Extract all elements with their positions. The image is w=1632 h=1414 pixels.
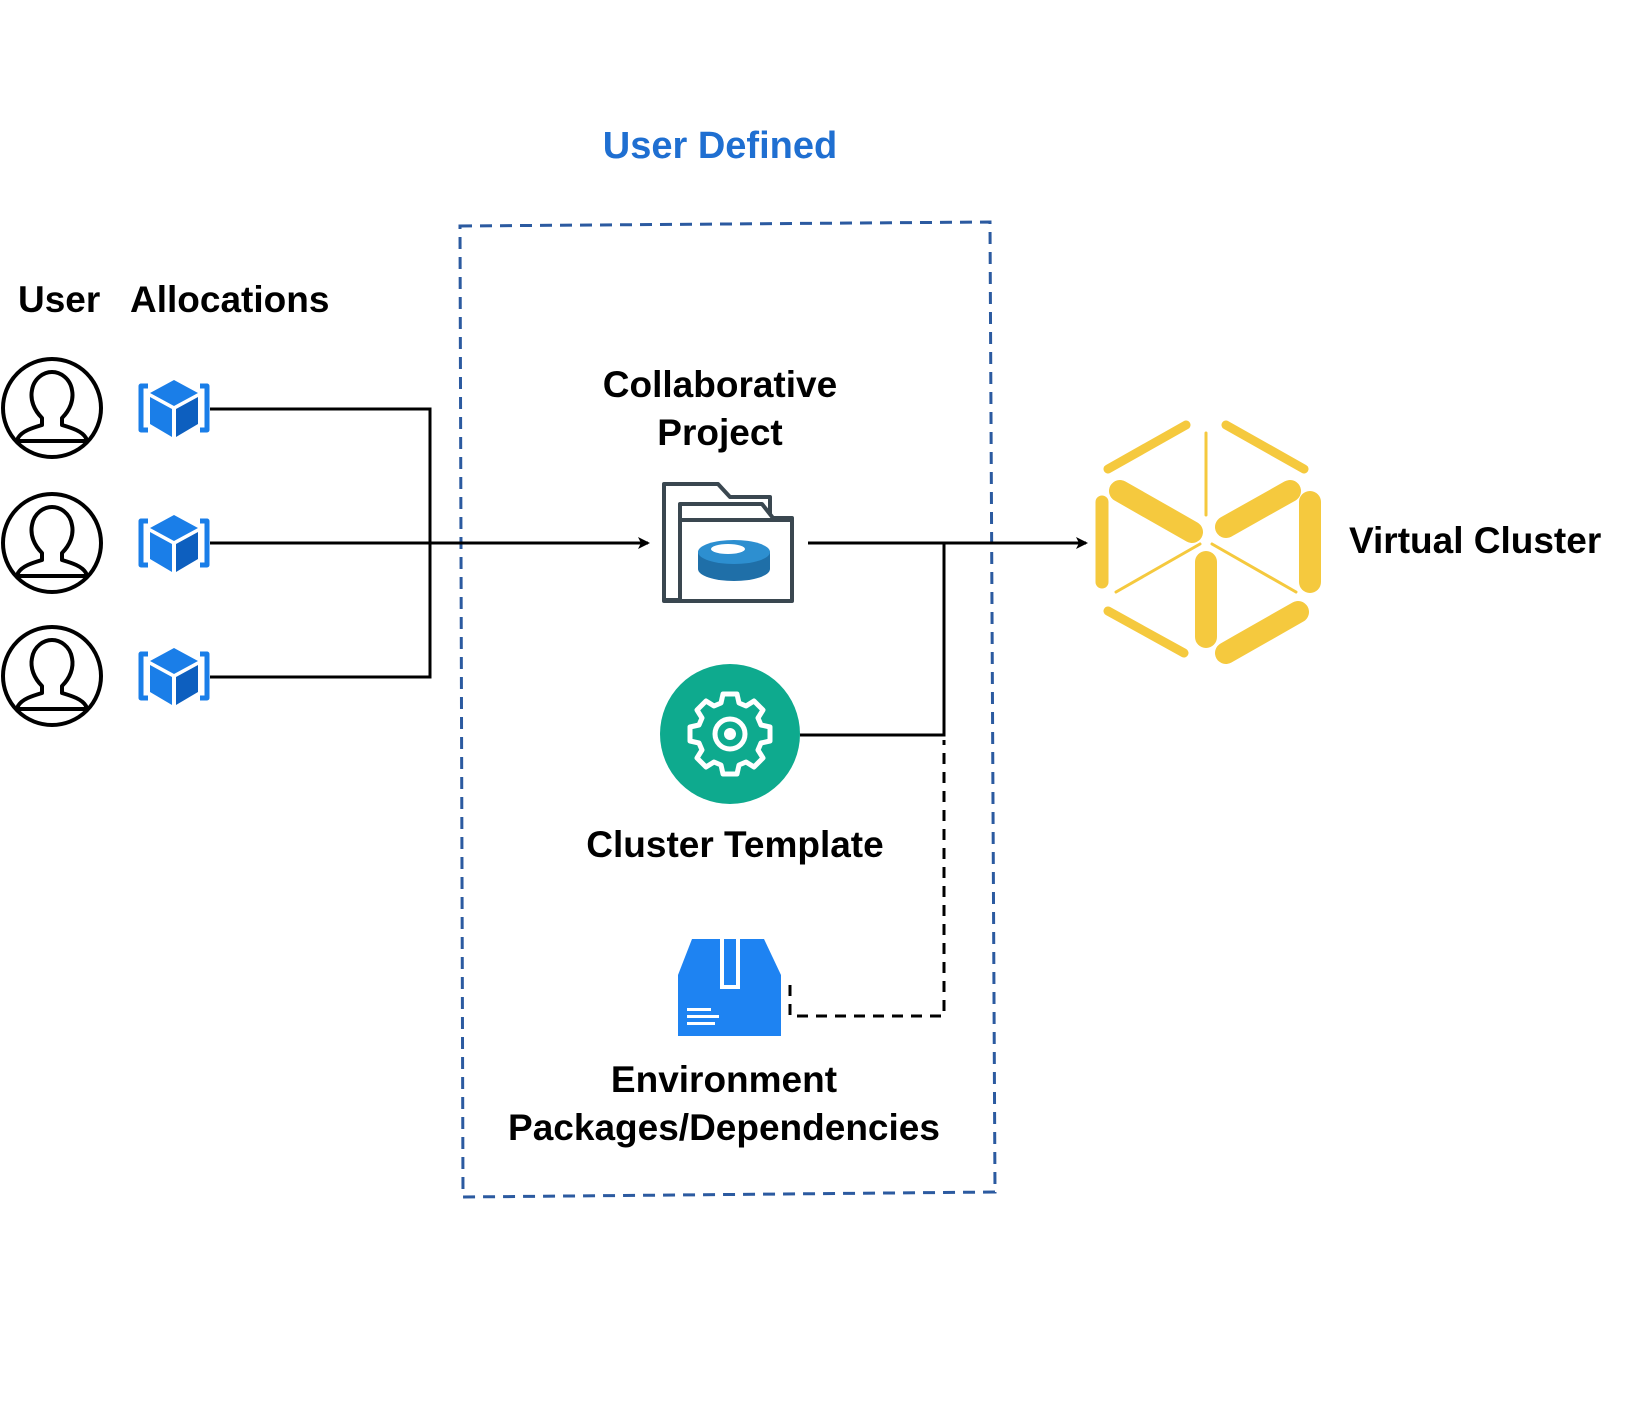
allocations-column-header: Allocations — [130, 279, 329, 320]
collaborative-project-label-line2: Project — [657, 412, 782, 453]
user-icon — [1, 357, 103, 459]
folder-database-icon — [662, 482, 794, 603]
collaborative-project-label-line1: Collaborative — [603, 364, 837, 405]
allocation-cube-icon — [141, 380, 207, 437]
user-icon — [1, 625, 103, 727]
user-defined-heading: User Defined — [603, 125, 837, 167]
dependency-dashed-connector — [788, 740, 946, 1018]
user-column-header: User — [18, 279, 100, 320]
environment-label-line1: Environment — [611, 1059, 837, 1100]
virtual-cluster-label: Virtual Cluster — [1349, 520, 1601, 561]
environment-label-line2: Packages/Dependencies — [508, 1107, 940, 1148]
project-to-cluster-connectors — [800, 537, 1088, 737]
gear-icon — [660, 664, 800, 804]
allocation-cube-icon — [141, 648, 207, 705]
virtual-cluster-logo-icon — [1095, 420, 1321, 664]
user-icon — [1, 492, 103, 594]
cluster-template-label: Cluster Template — [586, 824, 883, 865]
allocation-connectors — [210, 407, 650, 679]
allocation-cube-icon — [141, 515, 207, 572]
package-box-icon — [678, 939, 781, 1036]
user-defined-boundary — [458, 220, 997, 1199]
